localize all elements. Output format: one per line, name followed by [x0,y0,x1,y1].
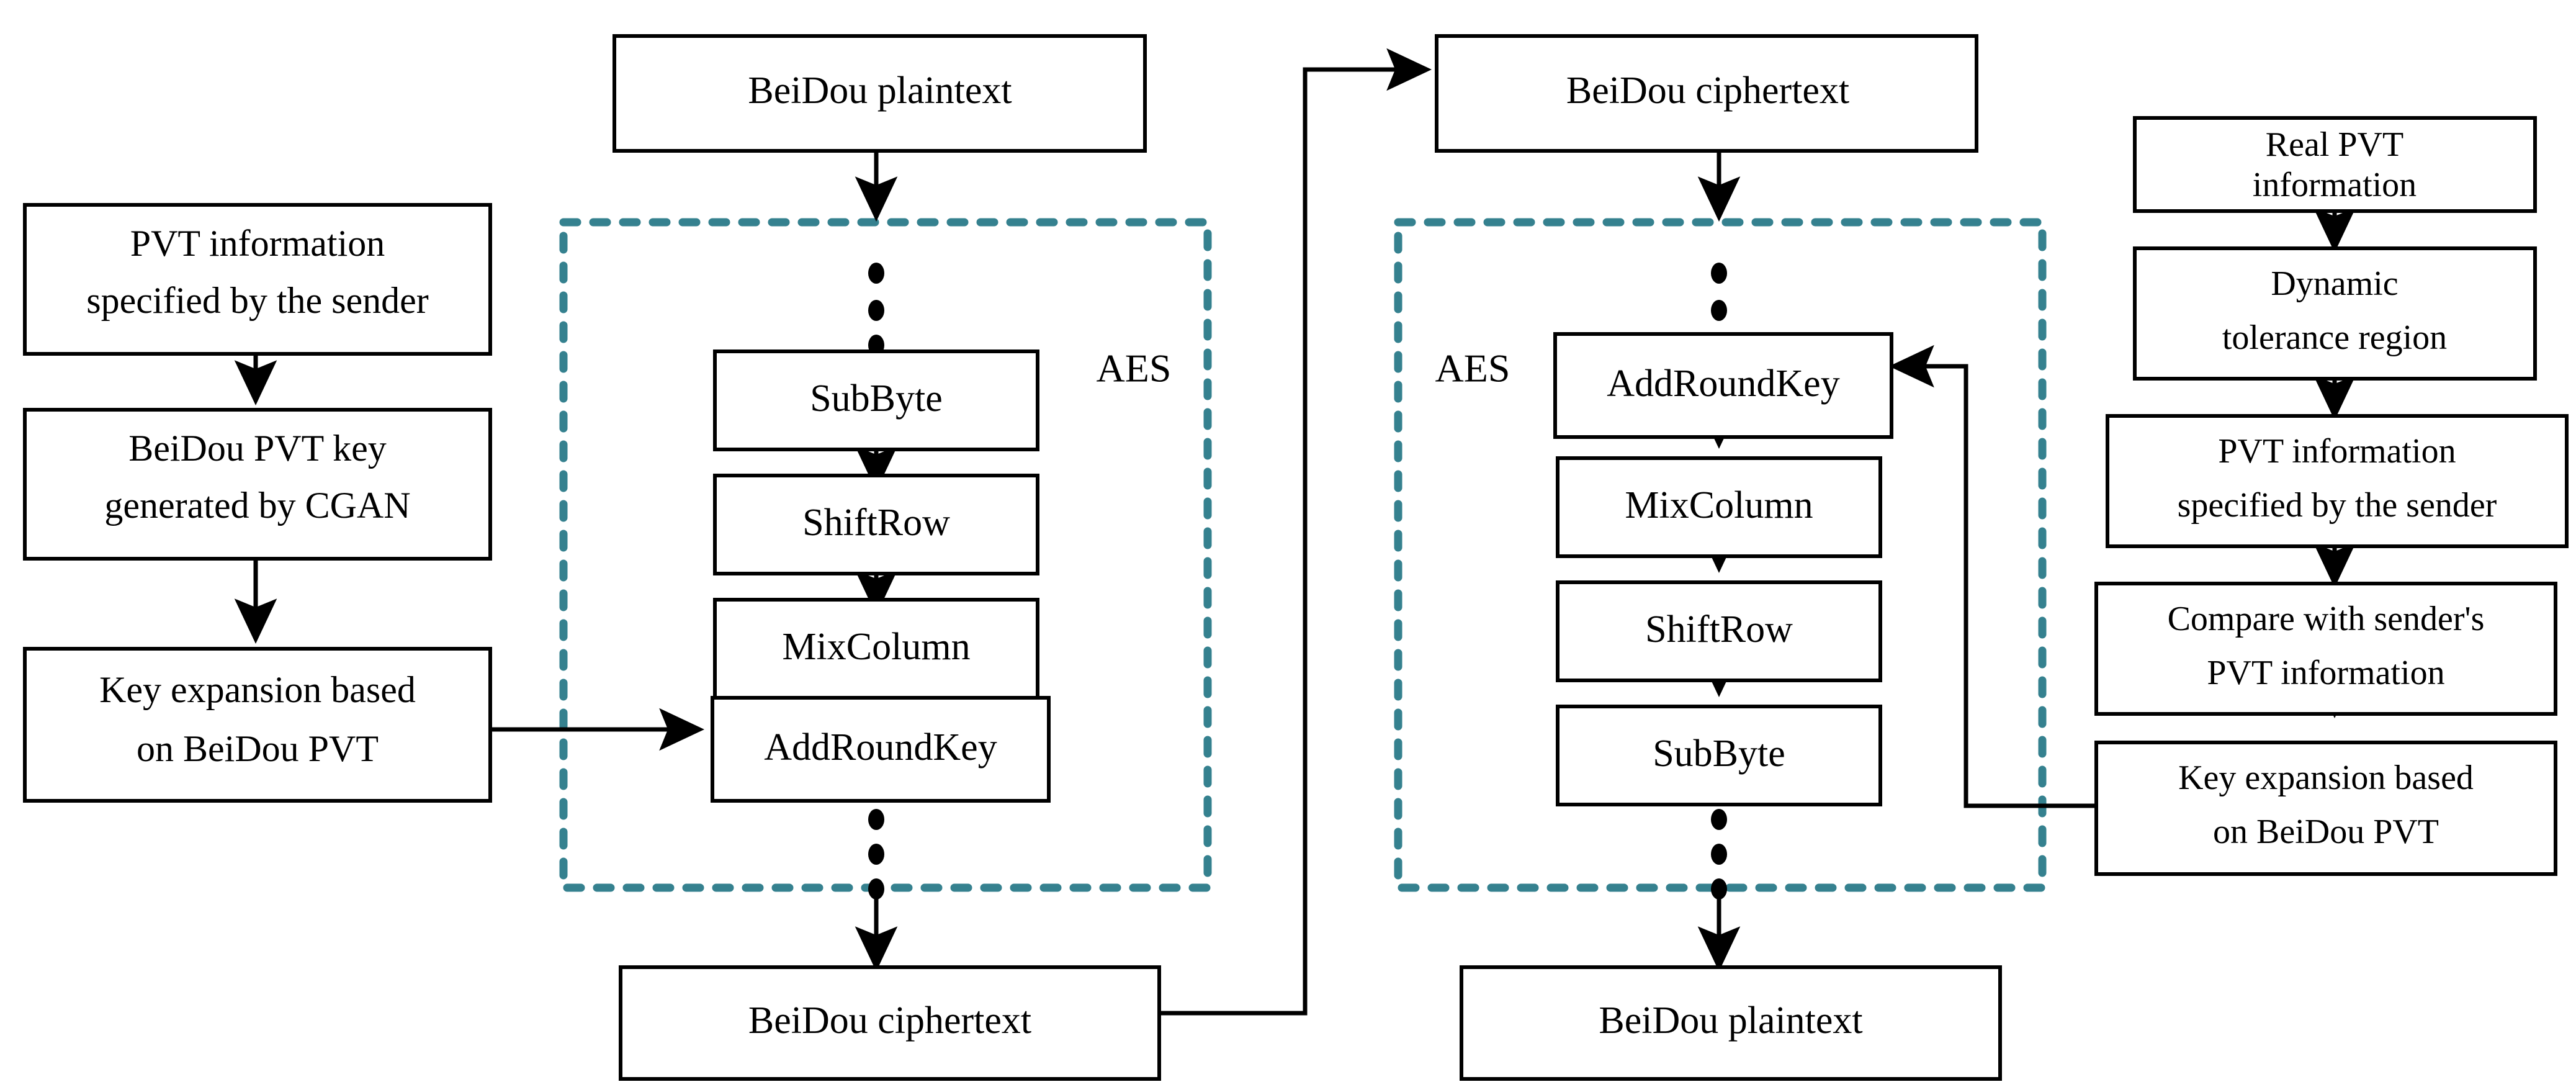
box-label-line: tolerance region [2222,318,2447,357]
box-label-line: BeiDou ciphertext [1566,70,1849,112]
box-label-line: Compare with sender's [2168,600,2485,638]
ellipsis-decrypt-bottom [1711,809,1727,900]
box-label-line: SubByte [1653,733,1785,775]
box-pvt-information-sender[interactable]: PVT information specified by the sender [23,203,492,356]
box-beidou-ciphertext-input[interactable]: BeiDou ciphertext [1435,34,1978,153]
box-real-pvt-information[interactable]: Real PVT information [2133,116,2537,213]
box-pvt-information-specified-receiver[interactable]: PVT information specified by the sender [2106,414,2569,548]
box-compare-with-senders-pvt[interactable]: Compare with sender's PVT information [2094,582,2557,716]
box-label-line: ShiftRow [802,502,950,544]
box-label-line: PVT information [2207,654,2444,692]
box-decrypt-shiftrow[interactable]: ShiftRow [1556,580,1882,682]
box-label-line: AddRoundKey [1607,363,1839,405]
ellipsis-encrypt-top [868,263,884,356]
box-label-line: specified by the sender [86,280,428,321]
connector-keyexpansion-decrypt-addroundkey [1888,345,2096,808]
box-key-expansion-sender[interactable]: Key expansion based on BeiDou PVT [23,647,492,803]
box-label-line: on BeiDou PVT [137,728,379,769]
box-decrypt-subbyte[interactable]: SubByte [1556,705,1882,806]
box-label-line: on BeiDou PVT [2213,813,2439,851]
box-encrypt-shiftrow[interactable]: ShiftRow [713,474,1039,575]
ellipsis-encrypt-bottom [868,809,884,900]
box-beidou-plaintext-input[interactable]: BeiDou plaintext [613,34,1147,153]
box-label-line: AddRoundKey [764,726,997,769]
aes-decrypt-label: AES [1435,346,1510,390]
box-encrypt-addroundkey[interactable]: AddRoundKey [711,696,1051,803]
box-label-line: SubByte [810,377,943,420]
aes-encrypt-label: AES [1097,346,1172,390]
box-label-line: MixColumn [1625,484,1813,526]
box-decrypt-addroundkey[interactable]: AddRoundKey [1553,332,1893,439]
box-beidou-pvt-key-cgan[interactable]: BeiDou PVT key generated by CGAN [23,408,492,561]
box-label-line: BeiDou ciphertext [748,999,1031,1042]
box-label-line: BeiDou plaintext [748,70,1012,112]
box-label-line: BeiDou plaintext [1599,999,1862,1042]
box-encrypt-subbyte[interactable]: SubByte [713,350,1039,451]
box-label-line: BeiDou PVT key [128,428,387,469]
connector-ciphertext-to-ciphertext [1159,48,1432,1016]
box-beidou-ciphertext-output[interactable]: BeiDou ciphertext [619,965,1161,1081]
box-label-line: Dynamic [2271,264,2398,303]
box-label-line: PVT information [130,223,385,264]
box-label-line: MixColumn [782,626,970,668]
box-label-line: Key expansion based [99,669,416,710]
box-encrypt-mixcolumn[interactable]: MixColumn [713,598,1039,700]
box-dynamic-tolerance-region[interactable]: Dynamic tolerance region [2133,246,2537,381]
box-decrypt-mixcolumn[interactable]: MixColumn [1556,456,1882,558]
box-label-line: ShiftRow [1645,608,1793,651]
box-label-line: generated by CGAN [104,485,410,526]
box-label-line: information [2253,166,2417,204]
box-label-line: specified by the sender [2178,486,2497,525]
box-beidou-plaintext-output[interactable]: BeiDou plaintext [1460,965,2002,1081]
box-label-line: Key expansion based [2178,759,2474,797]
box-key-expansion-receiver[interactable]: Key expansion based on BeiDou PVT [2094,741,2557,876]
box-label-line: PVT information [2218,432,2456,471]
box-label-line: Real PVT [2266,125,2403,164]
